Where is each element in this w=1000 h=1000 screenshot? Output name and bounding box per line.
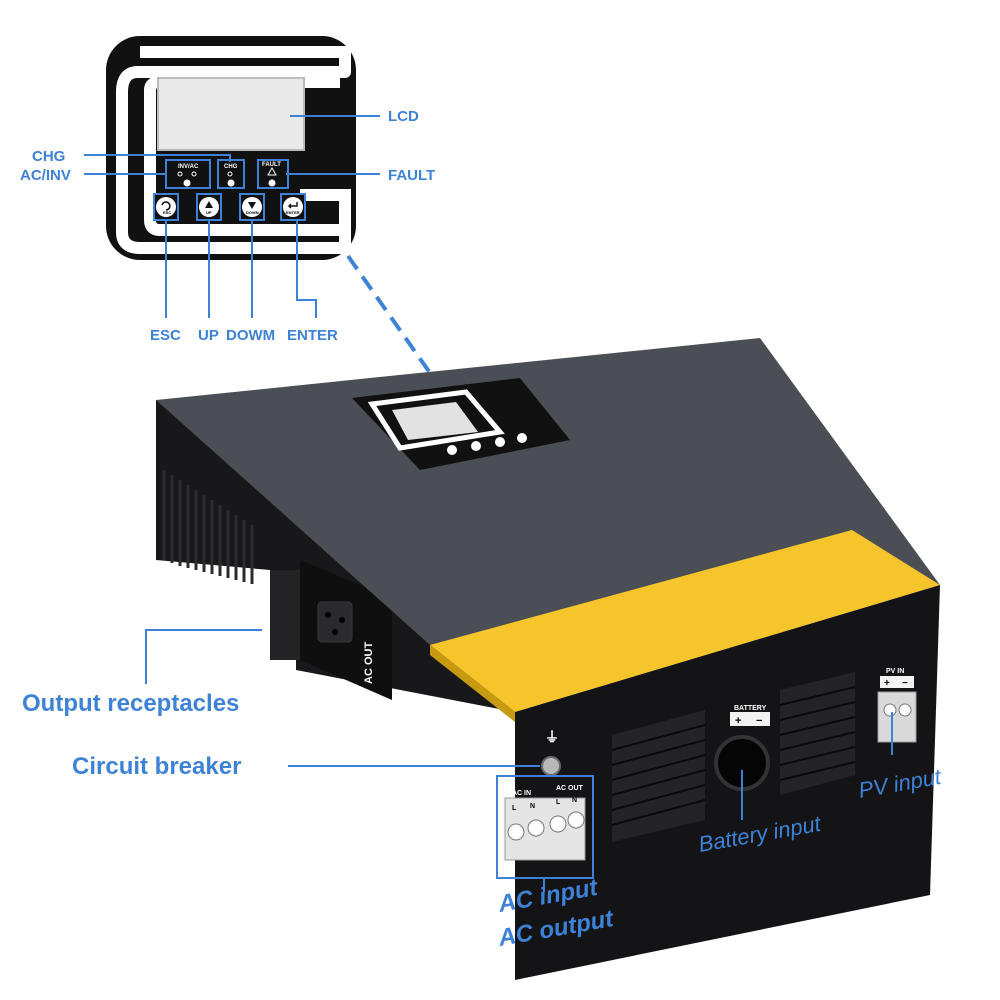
return-arrow-icon [161, 201, 171, 211]
esc-button[interactable]: ESC [153, 193, 179, 221]
outlet-receptacle [317, 601, 353, 643]
up-button[interactable]: UP [196, 193, 222, 221]
minus-icon: − [756, 715, 762, 727]
ground-icon: ⏚ [545, 729, 559, 745]
panel-chg-label: CHG [224, 164, 238, 170]
ac-out-side-label: AC OUT [363, 642, 375, 684]
control-panel-zoom: INV/AC CHG FAULT ESC UP DOWN [106, 36, 356, 260]
enter-button[interactable]: ENTER [280, 193, 306, 221]
plus-icon: + [884, 678, 890, 689]
plus-icon: + [735, 715, 741, 727]
ac-terminal-screws [507, 811, 585, 841]
panel-leaders [84, 115, 380, 318]
indicator-led-fault [268, 179, 276, 187]
fault-label: FAULT [388, 167, 435, 184]
down-label: DOWM [226, 327, 275, 344]
indicator-led-chg [227, 179, 235, 187]
ac-out-tag: AC OUT [556, 785, 584, 792]
ac-inv-label: AC/INV [20, 167, 71, 184]
triangle-up-icon [205, 201, 213, 208]
enter-arrow-icon [288, 202, 298, 209]
circuit-breaker-knob [541, 756, 561, 776]
esc-label: ESC [150, 327, 181, 344]
svg-text:ESC: ESC [163, 210, 171, 215]
pv-terminal [877, 691, 917, 743]
svg-text:DOWN: DOWN [246, 210, 259, 215]
output-receptacles-label: Output receptacles [22, 690, 239, 717]
panel-fault-label: FAULT [262, 162, 281, 168]
sun-icon [177, 171, 233, 177]
device-leaders [145, 629, 893, 892]
svg-text:L: L [512, 805, 517, 812]
battery-tag: BATTERY [734, 705, 767, 712]
svg-text:L: L [556, 799, 561, 806]
chg-label: CHG [32, 148, 65, 165]
up-label: UP [198, 327, 219, 344]
enter-label: ENTER [287, 327, 338, 344]
lcd-screen [157, 77, 305, 151]
pv-in-tag: PV IN [886, 668, 904, 675]
lcd-label: LCD [388, 108, 419, 125]
svg-text:N: N [572, 797, 577, 804]
triangle-down-icon [248, 202, 256, 209]
svg-text:UP: UP [206, 210, 212, 215]
indicator-led-invac [183, 179, 191, 187]
circuit-breaker-label: Circuit breaker [72, 753, 241, 780]
inverter-body: AC OUT BATTERY + − PV IN + − [156, 338, 940, 980]
panel-inv-ac-label: INV/AC [178, 164, 199, 170]
svg-text:N: N [530, 803, 535, 810]
down-button[interactable]: DOWN [239, 193, 265, 221]
minus-icon: − [902, 678, 908, 689]
warning-icon [267, 166, 277, 176]
ac-in-tag: AC IN [512, 790, 531, 797]
control-panel-on-device [352, 378, 570, 470]
svg-text:ENTER: ENTER [286, 210, 300, 215]
